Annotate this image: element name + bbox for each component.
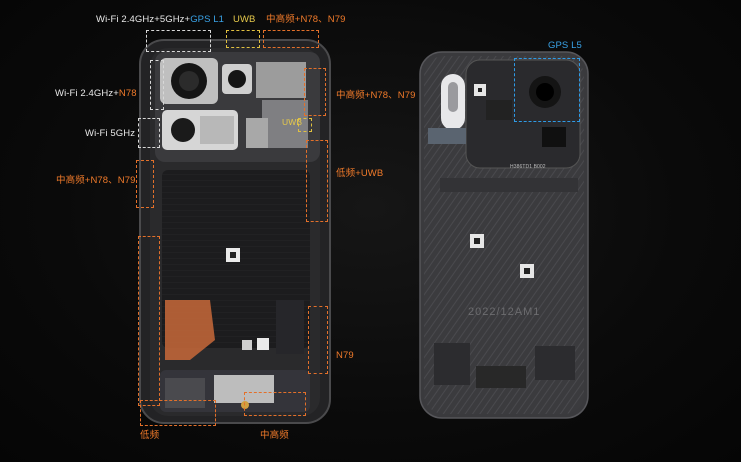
n79-antenna-box <box>308 306 328 374</box>
right-phone-back <box>419 51 589 419</box>
midhigh-right-label: 中高频+N78、N79 <box>336 90 416 101</box>
camera-module-print: H386TD1 B002 <box>510 164 546 170</box>
left-phone <box>139 39 331 424</box>
midhigh-top-label: 中高频+N78、N79 <box>266 14 346 25</box>
low-band-bottom-box <box>140 400 216 426</box>
gps-l5-antenna-box <box>514 58 580 122</box>
n79-label: N79 <box>336 350 354 361</box>
qr-code <box>257 338 269 350</box>
uwb-top-label: UWB <box>233 14 256 25</box>
wifi5-antenna-box <box>138 118 160 148</box>
midhigh-right-antenna-box <box>304 68 326 116</box>
wifi24-antenna-box <box>150 60 164 110</box>
low-uwb-label: 低频+UWB <box>336 168 384 179</box>
wifi-gps-antenna-box <box>146 30 211 52</box>
midhigh-top-antenna-box <box>263 30 319 48</box>
uwb-mid-antenna-box <box>298 118 312 132</box>
low-band-side-box <box>138 236 160 406</box>
wifi-gps-label: Wi-Fi 2.4GHz+5GHz+GPS L1 <box>96 14 225 25</box>
back-camera-lens <box>542 127 566 147</box>
wifi5-label: Wi-Fi 5GHz <box>85 128 136 139</box>
wifi24-label: Wi-Fi 2.4GHz+N78 <box>55 88 137 99</box>
gps-l5-label: GPS L5 <box>548 40 582 51</box>
uwb-mid-label: UWB <box>282 117 303 127</box>
uwb-antenna-box <box>226 30 260 48</box>
flex-cable <box>165 300 215 360</box>
low-uwb-antenna-box <box>306 140 328 222</box>
back-serial-print: 2022/12AM1 <box>468 306 541 318</box>
midhigh-left-antenna-box <box>136 160 154 208</box>
low-bottom-label: 低频 <box>140 430 160 441</box>
midhigh-bottom-label: 中高频 <box>260 430 289 441</box>
midhigh-left-label: 中高频+N78、N79 <box>56 175 136 186</box>
midhigh-bottom-box <box>244 392 306 416</box>
